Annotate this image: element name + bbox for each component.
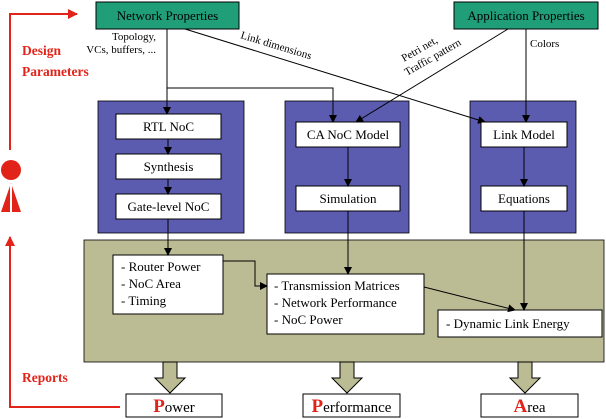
result-noc-area: - NoC Area [121,276,181,291]
arrow-network-to-link [184,28,486,124]
network-properties-box: Network Properties [95,1,240,30]
designer-feedback-loop [1,9,120,408]
power-rest: ower [165,400,195,416]
gate-level-noc-box: Gate-level NoC [115,193,222,220]
power-output-label: Power [153,396,195,417]
result-timing: - Timing [121,293,167,308]
topology-label-line2: VCs, buffers, ... [86,44,156,56]
network-properties-label: Network Properties [117,8,218,23]
result-router-power: - Router Power [121,259,201,274]
arrow-middle-to-right [423,286,516,313]
simulation-box: Simulation [295,185,401,212]
middle-results-box: - Transmission Matrices - Network Perfor… [266,273,425,335]
right-results-box: - Dynamic Link Energy [437,309,603,338]
application-properties-label: Application Properties [467,8,584,23]
power-initial: P [153,396,165,417]
synthesis-label: Synthesis [144,159,194,174]
area-rest: rea [527,400,546,416]
left-results-box: - Router Power - NoC Area - Timing [112,254,224,315]
rtl-noc-box: RTL NoC [115,113,222,140]
simulation-label: Simulation [319,191,377,206]
result-transmission-matrices: - Transmission Matrices [274,278,400,293]
arrow-network-to-ca [167,87,337,123]
area-output-box: Area [480,393,579,418]
designer-icon [1,160,21,212]
down-arrow-performance [330,361,364,394]
down-arrow-power [153,361,187,394]
ca-noc-model-box: CA NoC Model [295,121,401,148]
performance-output-label: Performance [312,396,392,417]
rtl-noc-label: RTL NoC [143,119,194,134]
result-network-performance: - Network Performance [274,295,397,310]
input-connectors [163,28,530,124]
design-label-line1: Design [22,43,61,58]
link-model-label: Link Model [493,127,555,142]
performance-initial: P [312,396,324,417]
link-model-box: Link Model [480,121,568,148]
reports-label: Reports [22,370,68,385]
arrow-left-to-middle [223,260,268,290]
area-output-label: Area [513,396,545,417]
performance-output-box: Performance [302,393,401,418]
equations-label: Equations [498,191,550,206]
result-noc-power: - NoC Power [274,312,343,327]
topology-label-line1: Topology, [112,31,156,43]
ca-column-panel [284,100,410,234]
gate-level-noc-label: Gate-level NoC [128,199,210,214]
arrow-application-to-ca [355,28,509,123]
application-properties-box: Application Properties [453,1,599,30]
down-arrow-area [508,361,542,394]
result-dynamic-link-energy: - Dynamic Link Energy [446,316,570,331]
design-parameters-arrow [9,9,78,150]
reports-arrow [4,236,120,408]
equations-box: Equations [480,185,568,212]
ca-noc-model-label: CA NoC Model [307,127,390,142]
performance-rest: erformance [323,400,392,416]
power-output-box: Power [125,393,223,418]
result-connectors [164,211,528,313]
link-column-panel [469,100,577,234]
area-initial: A [513,396,527,417]
design-label-line2: Parameters [22,64,89,79]
synthesis-box: Synthesis [115,153,222,180]
colors-label: Colors [530,38,559,50]
